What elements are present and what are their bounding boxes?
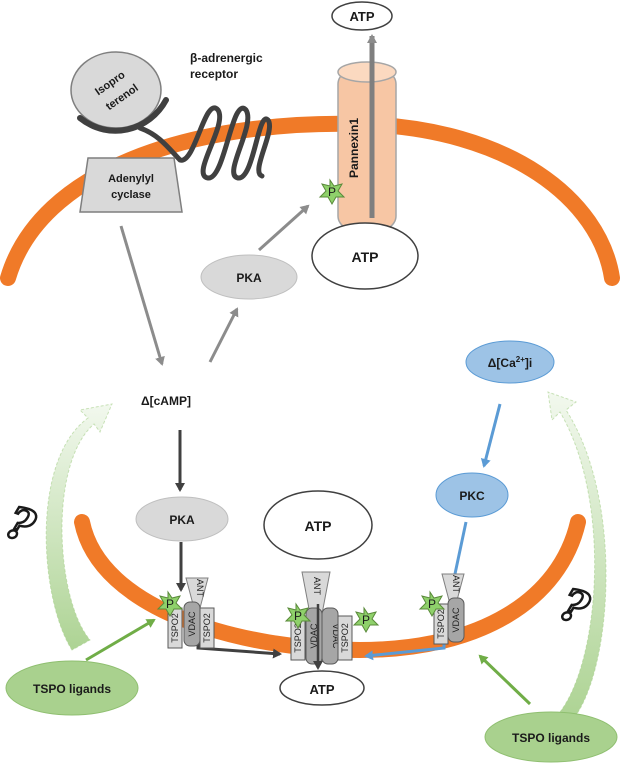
receptor-label-2: receptor xyxy=(190,67,238,81)
pka-bottom-node xyxy=(135,496,229,542)
calcium-label: Δ[Ca2+]i xyxy=(488,355,532,370)
receptor-binding-pocket xyxy=(77,97,169,134)
calcium-node xyxy=(465,340,555,384)
arrow-right-complex-to-atp xyxy=(364,643,446,661)
tspo2-left-2 xyxy=(199,607,215,649)
pka-top-node xyxy=(200,254,298,300)
atp-extracellular-node xyxy=(331,1,393,31)
arrow-tspo-right-to-complex xyxy=(478,654,532,706)
phospho-label-center-left: P xyxy=(294,609,302,623)
camp-label: Δ[cAMP] xyxy=(141,394,191,408)
atp-mito-bottom-node xyxy=(279,670,365,706)
pkc-node xyxy=(435,472,509,518)
tspo2-right-label: TSPO2 xyxy=(436,609,446,639)
adenylyl-cyclase-label-2: cyclase xyxy=(111,189,151,201)
receptor-label-1: β-adrenergic xyxy=(190,51,263,65)
ant-center-label: ANT xyxy=(312,577,322,596)
adenylyl-cyclase-label-1: Adenylyl xyxy=(108,173,154,185)
phospho-star-center-left xyxy=(284,602,312,630)
atp-mito-top-node xyxy=(263,490,373,560)
arrow-cyclase-to-camp xyxy=(119,225,165,366)
tspo-ligands-right-label: TSPO ligands xyxy=(512,731,590,745)
phospho-star-right xyxy=(418,590,446,618)
atp-intracellular-node xyxy=(311,222,419,290)
atp-intracellular-label: ATP xyxy=(352,249,379,265)
pka-top-label: PKA xyxy=(236,271,262,285)
phospho-label-right: P xyxy=(428,597,436,611)
pka-bottom-label: PKA xyxy=(169,513,195,527)
phospho-label-pannexin: P xyxy=(328,185,336,199)
question-mark-left: ? xyxy=(0,497,42,554)
tspo2-left-2-label: TSPO2 xyxy=(202,613,212,643)
left-mito-complex: ANT VDAC TSPO2 TSPO2 P xyxy=(156,577,215,649)
beta-adrenergic-receptor xyxy=(137,105,273,181)
tspo2-center-2 xyxy=(337,615,353,661)
vdac-left-label: VDAC xyxy=(187,611,197,637)
phospho-star-center-right xyxy=(352,606,380,634)
atp-mito-bottom-label: ATP xyxy=(309,682,334,697)
tspo-ligands-left-node xyxy=(5,660,139,716)
feedback-arrow-right xyxy=(547,391,607,719)
phospho-star-pannexin xyxy=(318,178,346,206)
arrow-calcium-to-pkc xyxy=(480,403,502,468)
phospho-label-left: P xyxy=(166,597,174,611)
feedback-arrow-left xyxy=(45,403,113,651)
vdac-center-2-label: VDAC xyxy=(331,623,341,649)
phospho-label-center-right: P xyxy=(362,613,370,627)
center-mito-complex: ANT VDAC VDAC TSPO2 TSPO2 P P xyxy=(284,571,380,670)
atp-extracellular-label: ATP xyxy=(349,9,374,24)
atp-mito-top-label: ATP xyxy=(305,518,332,534)
tspo-ligands-left-label: TSPO ligands xyxy=(33,682,111,696)
pannexin1-label: Pannexin1 xyxy=(347,118,361,178)
arrow-tspo-left-to-complex xyxy=(85,618,156,662)
pkc-label: PKC xyxy=(459,489,485,503)
tspo2-center-1-label: TSPO2 xyxy=(293,623,303,653)
tspo2-center-2-label: TSPO2 xyxy=(340,623,350,653)
tspo2-right xyxy=(433,603,449,645)
ant-right-label: ANT xyxy=(451,575,461,594)
right-mito-complex: ANT VDAC TSPO2 P xyxy=(418,573,465,645)
arrow-pka-to-pannexin xyxy=(257,204,310,252)
mitochondrial-membrane xyxy=(74,514,586,659)
vdac-right-label: VDAC xyxy=(451,607,461,633)
ant-left-label: ANT xyxy=(195,579,205,598)
adenylyl-cyclase xyxy=(79,157,183,213)
phospho-star-left xyxy=(156,590,184,618)
arrow-camp-to-pka xyxy=(208,307,239,363)
vdac-center-1-label: VDAC xyxy=(309,623,319,649)
pannexin1-channel xyxy=(337,61,397,235)
tspo-ligands-right-node xyxy=(484,711,618,763)
tspo2-left-1-label: TSPO2 xyxy=(170,613,180,643)
isoproterenol-ligand xyxy=(70,51,162,129)
